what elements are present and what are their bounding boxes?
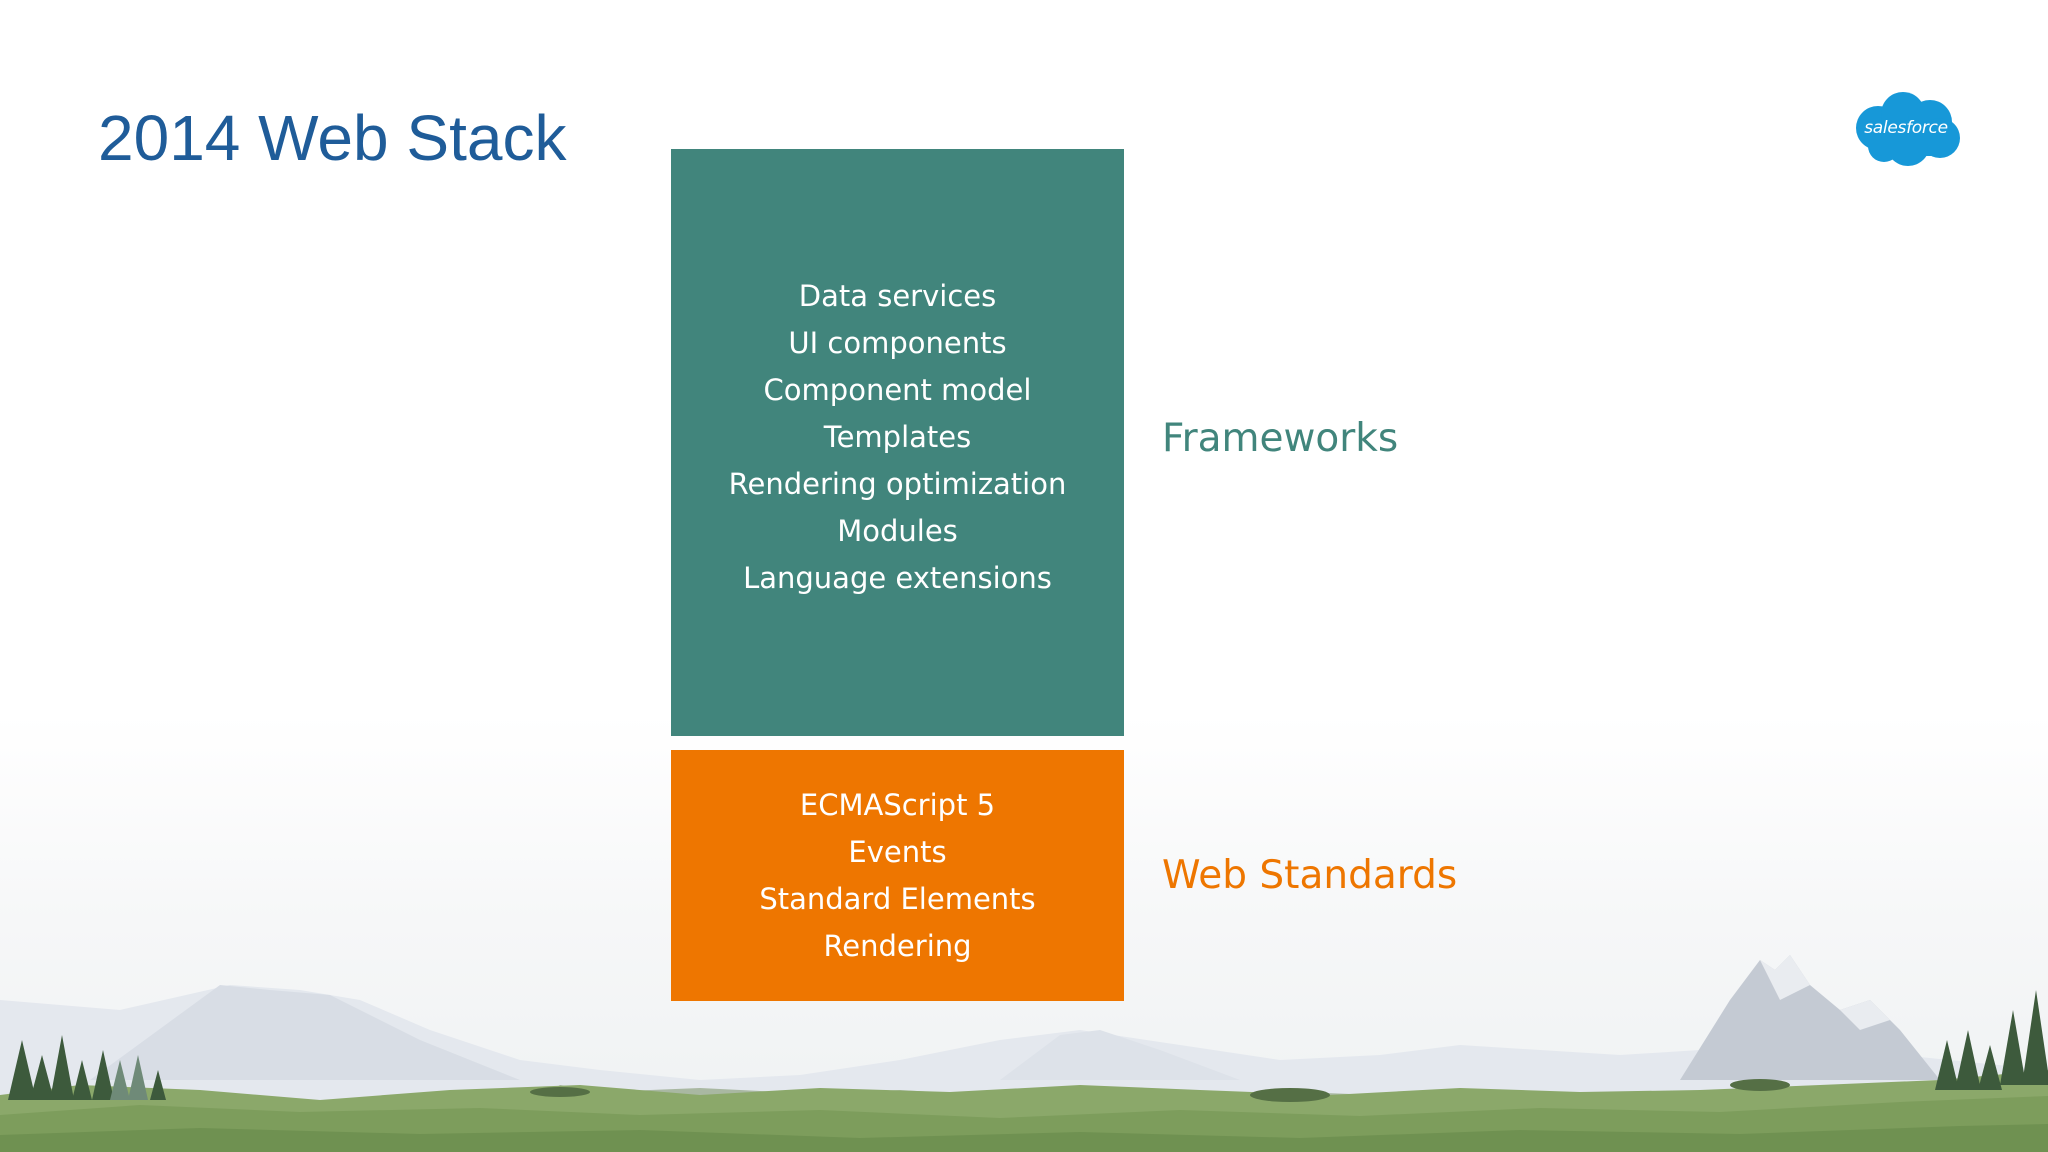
frameworks-item: UI components bbox=[788, 326, 1007, 360]
web-standards-block: ECMAScript 5 Events Standard Elements Re… bbox=[671, 750, 1124, 1001]
frameworks-label: Frameworks bbox=[1162, 416, 1399, 461]
web-standards-item: Events bbox=[848, 834, 947, 869]
salesforce-cloud-logo: salesforce bbox=[1848, 90, 1964, 172]
page-title: 2014 Web Stack bbox=[98, 102, 567, 174]
frameworks-item: Component model bbox=[763, 373, 1032, 407]
frameworks-item: Data services bbox=[798, 279, 997, 313]
logo-text: salesforce bbox=[1864, 118, 1948, 138]
web-standards-item: ECMAScript 5 bbox=[799, 787, 996, 822]
web-standards-item: Standard Elements bbox=[759, 881, 1036, 916]
frameworks-item: Modules bbox=[837, 514, 958, 548]
web-standards-item: Rendering bbox=[823, 928, 972, 963]
frameworks-block: Data services UI components Component mo… bbox=[671, 149, 1124, 736]
frameworks-item: Language extensions bbox=[743, 561, 1052, 595]
frameworks-item: Templates bbox=[823, 420, 972, 454]
frameworks-item: Rendering optimization bbox=[728, 467, 1067, 501]
web-standards-label: Web Standards bbox=[1162, 853, 1458, 898]
